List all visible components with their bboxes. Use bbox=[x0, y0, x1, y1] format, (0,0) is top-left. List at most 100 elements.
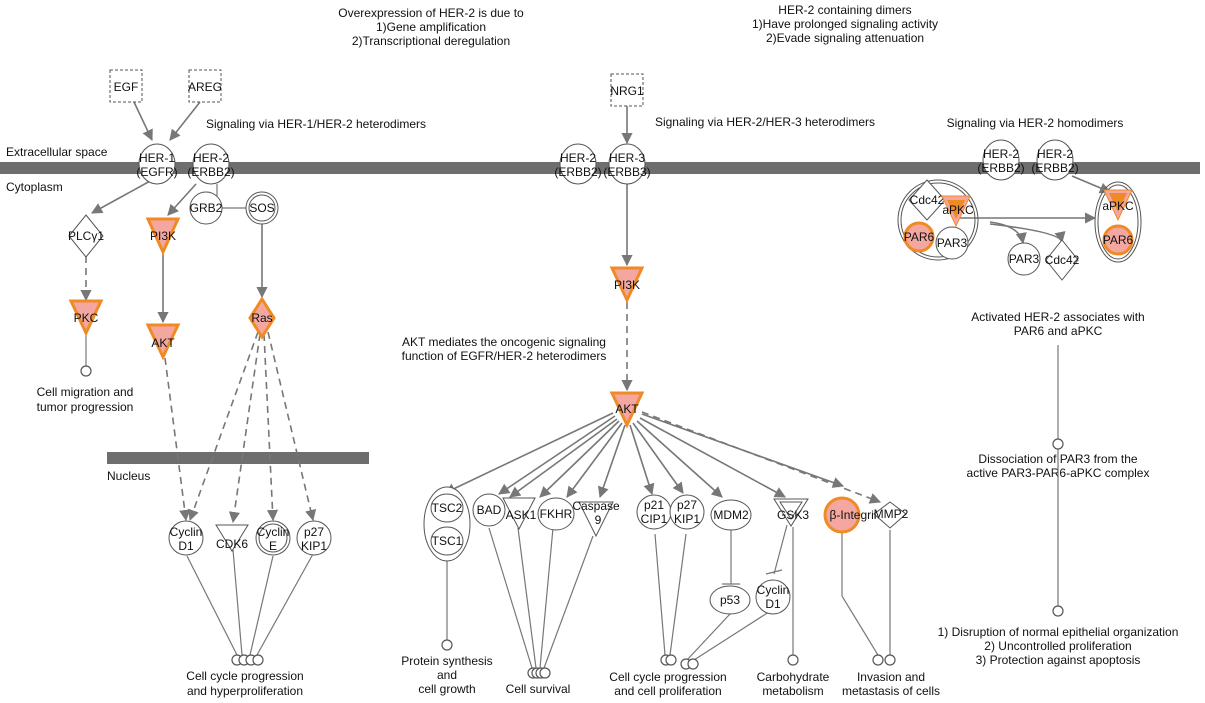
svg-text:MDM2: MDM2 bbox=[713, 508, 749, 522]
node-ras[interactable]: Ras bbox=[248, 296, 276, 340]
node-tsc2[interactable]: TSC2 bbox=[430, 493, 464, 523]
svg-text:Caspase: Caspase bbox=[572, 499, 620, 513]
node-plcy1[interactable]: PLCγ1 bbox=[68, 214, 104, 258]
outcome-migration: Cell migration and tumor progression bbox=[37, 385, 134, 414]
node-p27-kip1-left[interactable]: p27 KIP1 bbox=[296, 520, 332, 556]
node-tsc1[interactable]: TSC1 bbox=[430, 526, 464, 556]
plasma-membrane-bar bbox=[0, 162, 1200, 174]
node-tsc-complex[interactable]: TSC2 TSC1 bbox=[423, 486, 471, 562]
node-egf[interactable]: EGF bbox=[109, 69, 143, 103]
node-par6-a[interactable]: PAR6 bbox=[903, 221, 935, 253]
nuclear-membrane-bar bbox=[107, 452, 369, 464]
svg-text:Cyclin: Cyclin bbox=[170, 525, 203, 539]
node-akt-mid[interactable]: AKT bbox=[609, 391, 645, 429]
svg-text:2)Evade signaling attenuation: 2)Evade signaling attenuation bbox=[766, 31, 924, 45]
node-bad[interactable]: BAD bbox=[472, 493, 506, 527]
node-cyclin-d1-mid[interactable]: Cyclin D1 bbox=[755, 579, 791, 615]
node-grb2[interactable]: GRB2 bbox=[189, 191, 223, 225]
node-complex-left[interactable]: Cdc42 aPKC PAR6 PAR3 bbox=[897, 179, 979, 261]
terminal-markers bbox=[80, 365, 1064, 679]
svg-text:p21: p21 bbox=[644, 498, 664, 512]
node-par3-a[interactable]: PAR3 bbox=[935, 226, 969, 260]
svg-text:GRB2: GRB2 bbox=[190, 201, 223, 215]
svg-text:cell growth: cell growth bbox=[418, 682, 475, 696]
node-mmp2[interactable]: MMP2 bbox=[873, 501, 909, 529]
svg-text:3) Protection against apoptosi: 3) Protection against apoptosis bbox=[976, 653, 1141, 667]
svg-text:1)Gene amplification: 1)Gene amplification bbox=[376, 20, 486, 34]
node-p27-kip1-mid[interactable]: p27 KIP1 bbox=[669, 494, 705, 530]
node-her2-erbb2-c[interactable]: HER-2 (ERBB2) bbox=[977, 139, 1025, 181]
svg-text:(EGFR): (EGFR) bbox=[136, 165, 177, 179]
svg-text:PAR3: PAR3 bbox=[937, 236, 968, 250]
node-gsk3[interactable]: GSK3 bbox=[773, 498, 809, 527]
svg-text:PKC: PKC bbox=[74, 311, 99, 325]
outcome-cycle-left: Cell cycle progression and hyperprolifer… bbox=[186, 669, 303, 698]
svg-text:metastasis of cells: metastasis of cells bbox=[842, 684, 940, 698]
svg-text:PI3K: PI3K bbox=[150, 229, 176, 243]
node-her3-erbb3[interactable]: HER-3 (ERBB3) bbox=[603, 143, 651, 185]
svg-text:PAR3: PAR3 bbox=[1009, 252, 1040, 266]
node-p53[interactable]: p53 bbox=[709, 585, 751, 615]
node-mdm2[interactable]: MDM2 bbox=[710, 499, 752, 531]
node-cyclin-d1-left[interactable]: Cyclin D1 bbox=[168, 520, 204, 556]
svg-text:TSC1: TSC1 bbox=[432, 534, 463, 548]
annotation-akt-mediates: AKT mediates the oncogenic signaling fun… bbox=[402, 335, 607, 363]
svg-text:AKT: AKT bbox=[615, 402, 639, 416]
svg-text:Carbohydrate: Carbohydrate bbox=[757, 670, 830, 684]
node-apkc-a[interactable]: aPKC bbox=[941, 195, 974, 228]
node-sos[interactable]: SOS bbox=[245, 191, 279, 225]
node-her1-egfr[interactable]: HER-1 (EGFR) bbox=[136, 143, 178, 185]
node-pkc[interactable]: PKC bbox=[68, 299, 104, 337]
svg-text:(ERBB2): (ERBB2) bbox=[554, 165, 601, 179]
node-b-integrin[interactable]: β-Integrin bbox=[823, 496, 881, 534]
node-cdc42-a[interactable]: Cdc42 bbox=[908, 179, 946, 221]
node-pi3k-mid[interactable]: PI3K bbox=[609, 266, 645, 304]
annotation-activated-her2: Activated HER-2 associates with PAR6 and… bbox=[971, 310, 1144, 338]
node-cdc42-b[interactable]: Cdc42 bbox=[1045, 239, 1080, 281]
node-ask1[interactable]: ASK1 bbox=[502, 497, 537, 531]
svg-text:PAR6: PAR6 bbox=[1103, 233, 1134, 247]
annotation-dimers: HER-2 containing dimers 1)Have prolonged… bbox=[752, 3, 938, 45]
svg-text:aPKC: aPKC bbox=[1102, 199, 1134, 213]
node-apkc-b[interactable]: aPKC bbox=[1102, 189, 1134, 222]
svg-text:AKT: AKT bbox=[151, 336, 175, 350]
svg-text:Cell migration and: Cell migration and bbox=[37, 385, 134, 399]
node-cyclin-e[interactable]: Cyclin E bbox=[255, 520, 291, 556]
node-par3-b[interactable]: PAR3 bbox=[1007, 242, 1041, 276]
svg-text:CDK6: CDK6 bbox=[216, 537, 248, 551]
annotation-her1-her2: Signaling via HER-1/HER-2 heterodimers bbox=[206, 117, 426, 131]
node-p21-cip1[interactable]: p21 CIP1 bbox=[636, 494, 672, 530]
node-cdk6[interactable]: CDK6 bbox=[215, 524, 249, 552]
svg-text:Invasion and: Invasion and bbox=[857, 670, 925, 684]
svg-text:PI3K: PI3K bbox=[614, 278, 640, 292]
outcome-survival: Cell survival bbox=[506, 682, 571, 696]
svg-text:Cyclin: Cyclin bbox=[257, 525, 290, 539]
node-par6-b[interactable]: PAR6 bbox=[1102, 224, 1134, 256]
outcome-disruption: 1) Disruption of normal epithelial organ… bbox=[938, 625, 1179, 667]
svg-text:GSK3: GSK3 bbox=[777, 508, 809, 522]
node-nrg1[interactable]: NRG1 bbox=[610, 73, 644, 107]
node-caspase9[interactable]: Caspase 9 bbox=[572, 499, 620, 538]
node-her2-erbb2-a[interactable]: HER-2 (ERBB2) bbox=[187, 143, 235, 185]
node-fkhr[interactable]: FKHR bbox=[537, 497, 575, 531]
svg-text:β-Integrin: β-Integrin bbox=[830, 508, 881, 522]
node-pi3k-left[interactable]: PI3K bbox=[145, 217, 181, 256]
svg-text:(ERBB2): (ERBB2) bbox=[187, 165, 234, 179]
svg-text:D1: D1 bbox=[178, 539, 194, 553]
svg-text:AREG: AREG bbox=[188, 80, 222, 94]
annotation-her2-homodimer: Signaling via HER-2 homodimers bbox=[947, 116, 1124, 130]
node-her2-erbb2-d[interactable]: HER-2 (ERBB2) bbox=[1031, 139, 1079, 181]
node-complex-right[interactable]: aPKC PAR6 bbox=[1094, 181, 1142, 263]
outcome-invasion: Invasion and metastasis of cells bbox=[842, 670, 940, 698]
svg-text:ASK1: ASK1 bbox=[506, 508, 537, 522]
svg-text:Ras: Ras bbox=[251, 311, 272, 325]
node-akt-left[interactable]: AKT bbox=[145, 323, 181, 361]
node-her2-erbb2-b[interactable]: HER-2 (ERBB2) bbox=[554, 143, 602, 185]
annotation-her2-her3: Signaling via HER-2/HER-3 heterodimers bbox=[655, 115, 875, 129]
outcome-carbohydrate: Carbohydrate metabolism bbox=[757, 670, 830, 698]
svg-text:1) Disruption of normal epithe: 1) Disruption of normal epithelial organ… bbox=[938, 625, 1179, 639]
edges bbox=[80, 101, 1112, 669]
svg-text:2) Uncontrolled proliferation: 2) Uncontrolled proliferation bbox=[984, 639, 1131, 653]
node-areg[interactable]: AREG bbox=[188, 69, 222, 103]
